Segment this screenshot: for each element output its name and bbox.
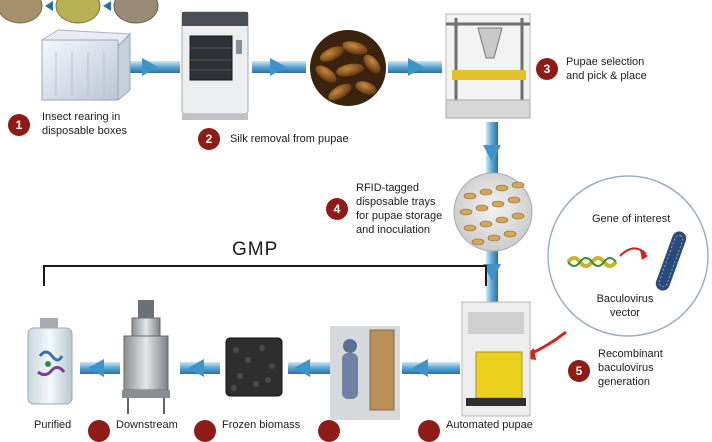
step-3-badge: 3	[536, 58, 558, 80]
thumbnail-images	[0, 0, 159, 24]
baculovirus-inset	[547, 175, 709, 337]
pick-place-robot-image	[445, 13, 531, 119]
step-6-label: Automated pupae	[446, 419, 533, 431]
pupae-tray-image	[453, 172, 533, 252]
process-diagram	[0, 0, 709, 420]
pupae-image	[310, 30, 386, 106]
baculovirus-vector-label: Baculovirus vector	[596, 293, 654, 319]
step-1-label: Insect rearing in disposable boxes	[42, 111, 128, 137]
step-5-badge: 5	[568, 360, 590, 382]
step-2-badge: 2	[198, 128, 220, 150]
downstream-equipment-image	[122, 300, 170, 414]
step-8-badge	[194, 420, 216, 442]
pipe-row-bottom	[80, 359, 460, 377]
step-4-badge: 4	[326, 198, 348, 220]
pipe-vertical	[483, 122, 501, 302]
step-1-badge: 1	[8, 114, 30, 136]
step-9-label: Downstream	[116, 419, 178, 431]
step-7-badge	[318, 420, 340, 442]
step-4-label: RFID-tagged disposable trays for pupae s…	[356, 182, 443, 236]
step-5-label: Recombinant baculovirus generation	[598, 348, 663, 388]
frozen-biomass-image	[220, 334, 288, 400]
step-9-badge	[88, 420, 110, 442]
gene-of-interest-label: Gene of interest	[592, 213, 671, 225]
silk-removal-machine-image	[181, 11, 249, 120]
cleanroom-operator-image	[330, 326, 400, 420]
step-6-badge	[418, 420, 440, 442]
step-2-label: Silk removal from pupae	[230, 133, 349, 145]
pipe-row-top	[128, 58, 442, 76]
gmp-bracket	[43, 265, 487, 286]
purified-vial-image	[27, 318, 73, 405]
rearing-box-image	[40, 29, 132, 102]
step-10-label: Purified	[34, 419, 72, 431]
automated-pupae-cabinet-image	[461, 301, 531, 417]
step-8-label: Frozen biomass	[222, 419, 301, 431]
gmp-label: GMP	[232, 239, 279, 260]
step-3-label: Pupae selection and pick & place	[566, 56, 647, 82]
